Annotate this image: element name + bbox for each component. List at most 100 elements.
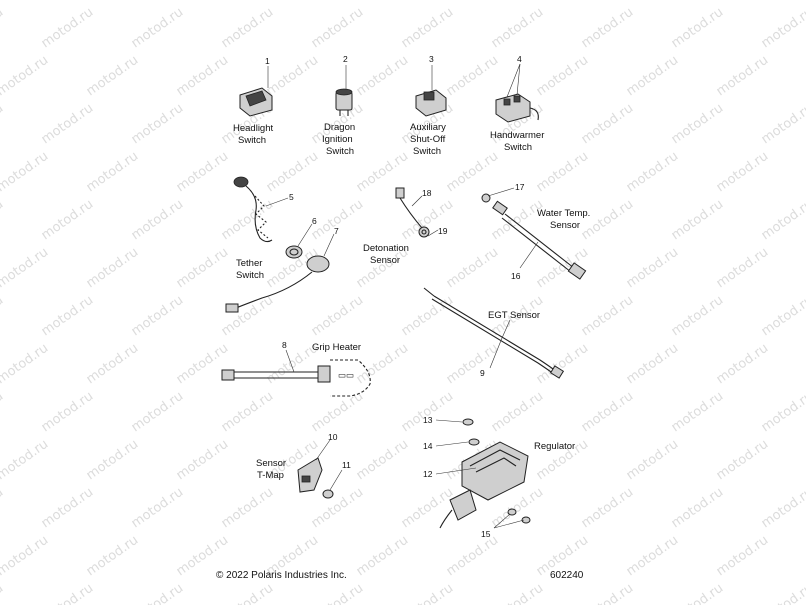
part-number-18: 18 (422, 188, 432, 198)
watermark-text: motod.ru (129, 389, 186, 435)
watermark-text: motod.ru (714, 245, 771, 291)
watermark-text: motod.ru (714, 437, 771, 483)
watermark-text: motod.ru (0, 437, 51, 483)
watermark-text: motod.ru (714, 53, 771, 99)
aux-label-2: Shut-Off (410, 134, 446, 145)
watermark-text: motod.ru (534, 0, 591, 3)
watermark-text: motod.ru (534, 149, 591, 195)
watermark-text: motod.ru (219, 389, 276, 435)
watermark-text: motod.ru (129, 101, 186, 147)
watermark-text: motod.ru (309, 581, 366, 605)
part-number-9: 9 (480, 368, 485, 378)
watermark-text: motod.ru (669, 5, 726, 51)
watermark-text: motod.ru (624, 245, 681, 291)
watermark-text: motod.ru (39, 293, 96, 339)
watermark-text: motod.ru (129, 197, 186, 243)
watermark-text: motod.ru (84, 341, 141, 387)
watermark-text: motod.ru (489, 389, 546, 435)
watermark-text: motod.ru (129, 293, 186, 339)
watermark-text: motod.ru (669, 101, 726, 147)
watermark-text: motod.ru (714, 149, 771, 195)
watermark-text: motod.ru (624, 533, 681, 579)
regulator-label: Regulator (534, 441, 575, 452)
watermark-text: motod.ru (0, 533, 51, 579)
watermark-text: motod.ru (444, 533, 501, 579)
watermark-text: motod.ru (219, 485, 276, 531)
watermark-text: motod.ru (759, 485, 806, 531)
watermark-text: motod.ru (39, 5, 96, 51)
grip-heater-label: Grip Heater (312, 342, 361, 353)
part-number-7: 7 (334, 226, 339, 236)
part-number-8: 8 (282, 340, 287, 350)
part-number-17: 17 (515, 182, 525, 192)
water-temp-label-1: Water Temp. (537, 208, 590, 219)
aux-label-1: Auxiliary (410, 122, 446, 133)
watermark-text: motod.ru (759, 101, 806, 147)
watermark-text: motod.ru (0, 53, 51, 99)
watermark-text: motod.ru (174, 53, 231, 99)
watermark-text: motod.ru (0, 0, 51, 3)
watermark-text: motod.ru (354, 0, 411, 3)
watermark-text: motod.ru (309, 485, 366, 531)
watermark-text: motod.ru (444, 149, 501, 195)
tether-label-2: Switch (236, 270, 264, 281)
watermark-text: motod.ru (0, 341, 51, 387)
headlight-switch-label-1: Headlight (233, 123, 273, 134)
watermark-text: motod.ru (489, 581, 546, 605)
watermark-text: motod.ru (624, 53, 681, 99)
watermark-text: motod.ru (399, 581, 456, 605)
watermark-text: motod.ru (354, 437, 411, 483)
watermark-text: motod.ru (534, 341, 591, 387)
watermark-text: motod.ru (264, 0, 321, 3)
watermark-text: motod.ru (354, 533, 411, 579)
watermark-text: motod.ru (264, 149, 321, 195)
watermark-text: motod.ru (624, 0, 681, 3)
watermark-text: motod.ru (0, 293, 6, 339)
part-number-4: 4 (517, 54, 522, 64)
watermark-text: motod.ru (0, 581, 6, 605)
part-number-14: 14 (423, 441, 433, 451)
watermark-text: motod.ru (714, 533, 771, 579)
watermark-text: motod.ru (669, 581, 726, 605)
grip-heater: ▭▭ 8 Grip Heater (221, 340, 371, 397)
watermark-text: motod.ru (579, 581, 636, 605)
watermark-text: motod.ru (444, 53, 501, 99)
copyright-text: © 2022 Polaris Industries Inc. (216, 570, 347, 581)
watermark-text: motod.ru (174, 245, 231, 291)
watermark-text: motod.ru (0, 389, 6, 435)
watermark-text: motod.ru (534, 245, 591, 291)
watermark-text: motod.ru (0, 485, 6, 531)
watermark-text: motod.ru (579, 101, 636, 147)
part-number-6: 6 (312, 216, 317, 226)
egt-label: EGT Sensor (488, 310, 540, 321)
watermark-text: motod.ru (399, 389, 456, 435)
watermark-text: motod.ru (219, 197, 276, 243)
watermark-text: motod.ru (84, 533, 141, 579)
watermark-text: motod.ru (0, 5, 6, 51)
detonation-label-1: Detonation (363, 243, 409, 254)
headlight-switch: 1 Headlight Switch (233, 56, 273, 146)
watermark-text: motod.ru (579, 5, 636, 51)
watermark-text: motod.ru (579, 389, 636, 435)
regulator: 13 14 12 15 Regulator (423, 415, 575, 539)
watermark-text: motod.ru (624, 341, 681, 387)
watermark-text: motod.ru (489, 5, 546, 51)
watermark-text: motod.ru (579, 197, 636, 243)
watermark-text: motod.ru (39, 101, 96, 147)
sensor-tmap: 10 11 Sensor T-Map (256, 432, 351, 499)
watermark-text: motod.ru (84, 0, 141, 3)
watermark-text: motod.ru (444, 341, 501, 387)
watermark-text: motod.ru (399, 293, 456, 339)
watermark-text: motod.ru (39, 485, 96, 531)
watermark-text: motod.ru (174, 0, 231, 3)
tether-switch: 5 6 7 Tether Switch (225, 176, 339, 313)
part-number-13: 13 (423, 415, 433, 425)
watermark-text: motod.ru (0, 149, 51, 195)
watermark-text: motod.ru (354, 53, 411, 99)
watermark-text: motod.ru (354, 341, 411, 387)
watermark-text: motod.ru (444, 0, 501, 3)
tether-label-1: Tether (236, 258, 262, 269)
watermark-text: motod.ru (39, 389, 96, 435)
